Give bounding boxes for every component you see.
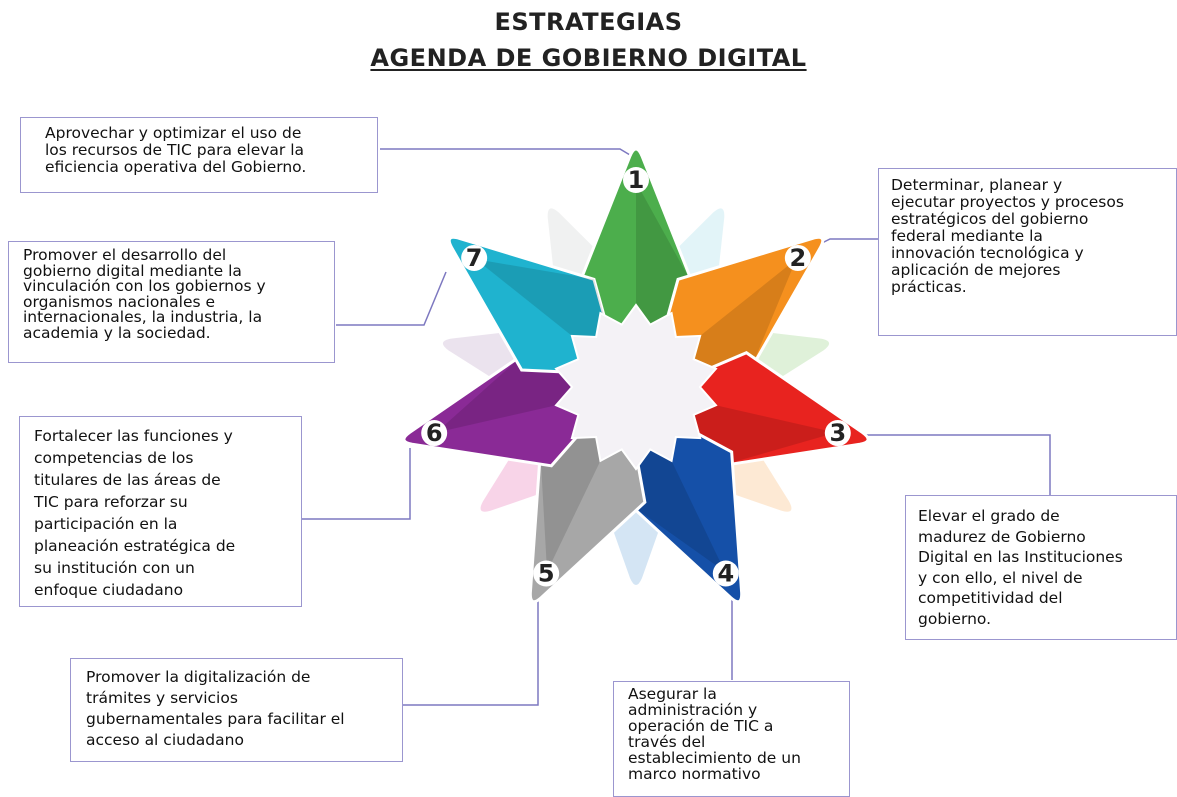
strategy-box-7: Promover el desarrollo del gobierno digi…	[8, 241, 335, 363]
strategy-text-3: Elevar el grado de madurez de Gobierno D…	[918, 507, 1123, 628]
strategy-text-5: Promover la digitalización de trámites y…	[86, 668, 345, 749]
strategy-box-6: Fortalecer las funciones y competencias …	[19, 416, 302, 607]
number-label-1: 1	[628, 166, 645, 194]
number-badge-7	[461, 244, 488, 271]
number-label-4: 4	[717, 560, 734, 588]
connector-3	[866, 434, 1051, 495]
strategy-text-1: Aprovechar y optimizar el uso de los rec…	[45, 124, 307, 176]
connector-5	[402, 600, 539, 706]
strategy-text-4: Asegurar la administración y operación d…	[628, 685, 801, 783]
strategy-text-6: Fortalecer las funciones y competencias …	[34, 427, 236, 599]
strategy-box-5: Promover la digitalización de trámites y…	[70, 658, 403, 762]
connector-7	[336, 271, 447, 326]
connector-lines	[302, 148, 1051, 706]
number-badge-4	[712, 560, 739, 587]
number-label-2: 2	[789, 244, 806, 272]
strategy-box-4: Asegurar la administración y operación d…	[613, 681, 850, 797]
strategy-box-3: Elevar el grado de madurez de Gobierno D…	[905, 495, 1177, 640]
star-center	[554, 303, 718, 471]
title-line-2: Agenda de Gobierno Digital	[370, 44, 807, 72]
title-line-1: Estrategias	[494, 8, 683, 36]
strategy-box-2: Determinar, planear y ejecutar proyectos…	[878, 168, 1177, 336]
number-label-3: 3	[829, 419, 846, 447]
connector-1	[380, 148, 631, 156]
number-badge-2	[784, 244, 811, 271]
connector-6	[302, 448, 411, 520]
number-badge-5	[533, 560, 560, 587]
number-label-7: 7	[466, 244, 483, 272]
number-badge-1	[623, 167, 649, 193]
strategy-text-7: Promover el desarrollo del gobierno digi…	[23, 246, 266, 342]
connector-2	[819, 238, 878, 245]
number-badge-3	[824, 420, 851, 447]
strategy-text-2: Determinar, planear y ejecutar proyectos…	[891, 176, 1124, 296]
star-numbers: 1 2 3 4 5 6 7	[421, 166, 851, 588]
strategy-box-1: Aprovechar y optimizar el uso de los rec…	[20, 117, 378, 193]
number-label-6: 6	[426, 419, 443, 447]
number-badge-6	[421, 420, 448, 447]
petal-1	[576, 147, 696, 370]
number-label-5: 5	[538, 560, 555, 588]
center-burst	[554, 303, 718, 471]
